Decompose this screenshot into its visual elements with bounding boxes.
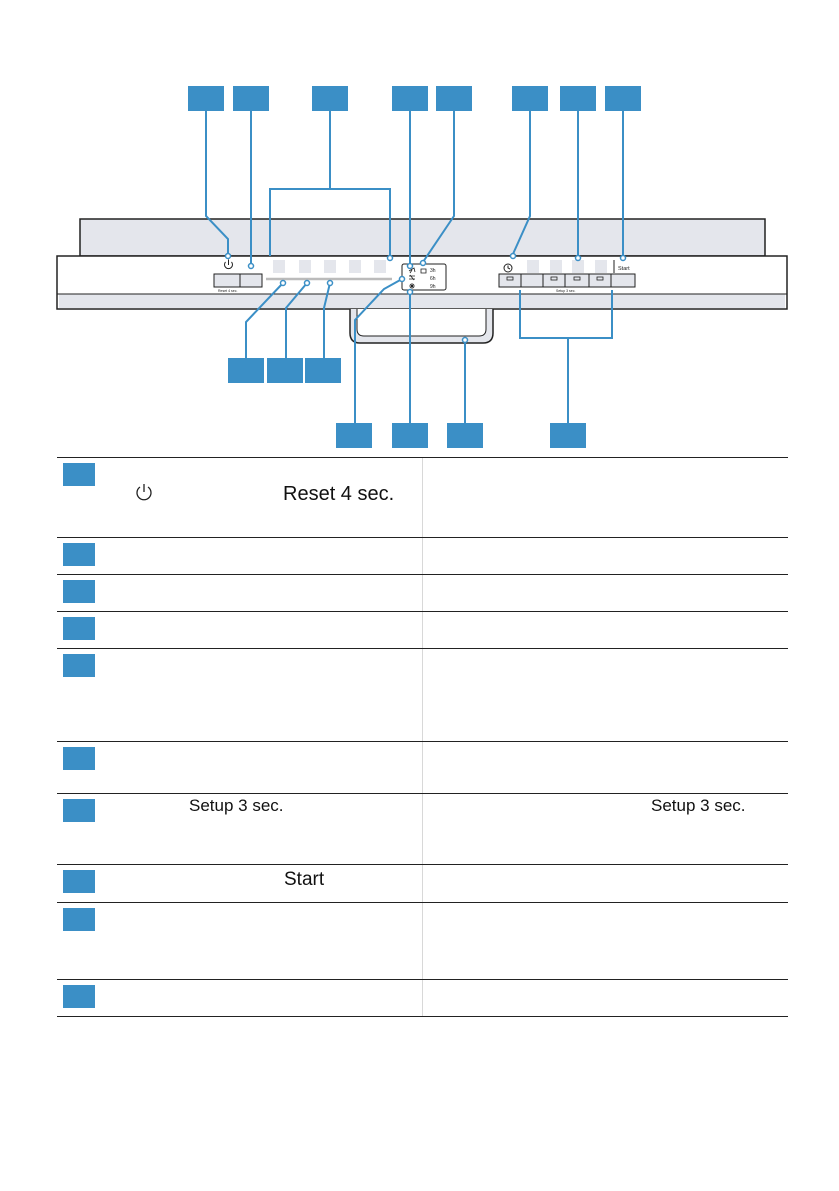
setup-caption: Setup 3 sec.	[556, 289, 575, 293]
timer-value: 9h	[430, 284, 436, 290]
callout-marker	[63, 654, 95, 677]
callout-marker	[63, 747, 95, 770]
clock-icon	[420, 268, 427, 274]
program-fields	[273, 260, 386, 273]
power-button[interactable]	[213, 273, 241, 288]
reset-text: Reset 4 sec.	[283, 483, 395, 505]
panel-top	[79, 218, 766, 257]
callout-marker	[447, 423, 483, 448]
callout-marker	[63, 580, 95, 603]
program-field[interactable]	[324, 260, 336, 273]
callout-marker	[63, 617, 95, 640]
control-strip-lower	[59, 294, 785, 308]
lower-callouts	[228, 358, 586, 448]
clock-icon	[503, 263, 513, 273]
program-field[interactable]	[374, 260, 386, 273]
callout-marker	[305, 358, 341, 383]
option-buttons	[498, 273, 636, 288]
timer-value: 3h	[430, 268, 436, 274]
water-tap-icon	[408, 267, 416, 274]
start-label: Start	[618, 266, 630, 272]
setup-text: Setup 3 sec.	[189, 796, 284, 815]
table-row: Reset 4 sec.	[57, 457, 788, 537]
rinse-aid-icon	[409, 283, 415, 289]
table-row	[57, 611, 788, 648]
table-row	[57, 648, 788, 741]
option-button[interactable]	[542, 273, 566, 288]
table-row	[57, 902, 788, 979]
callout-marker	[312, 86, 348, 111]
timer-value: 6h	[430, 276, 436, 282]
reset-caption: Reset 4 sec.	[218, 289, 237, 293]
option-button[interactable]	[588, 273, 612, 288]
callout-marker	[63, 463, 95, 486]
option-button[interactable]	[520, 273, 544, 288]
start-text: Start	[284, 869, 325, 890]
top-callouts	[188, 86, 641, 111]
callout-marker	[63, 799, 95, 822]
callout-marker	[63, 870, 95, 893]
callout-marker	[392, 86, 428, 111]
callout-marker	[188, 86, 224, 111]
power-icon	[224, 259, 233, 270]
program-field[interactable]	[299, 260, 311, 273]
option-button[interactable]	[564, 273, 590, 288]
timer-button[interactable]	[498, 273, 522, 288]
salt-icon	[409, 274, 415, 281]
option-field[interactable]	[595, 260, 607, 273]
callout-marker	[63, 985, 95, 1008]
callout-marker	[233, 86, 269, 111]
callout-marker	[267, 358, 303, 383]
option-field[interactable]	[572, 260, 584, 273]
power-icon	[136, 484, 152, 501]
callout-marker	[228, 358, 264, 383]
leader-lines	[205, 111, 624, 423]
option-field[interactable]	[550, 260, 562, 273]
callout-marker	[63, 908, 95, 931]
leader-dots	[224, 252, 627, 344]
setup-text: Setup 3 sec.	[651, 796, 746, 815]
callout-marker	[550, 423, 586, 448]
table-row	[57, 979, 788, 1017]
callout-marker	[63, 543, 95, 566]
table-row	[57, 574, 788, 611]
reset-button[interactable]	[239, 273, 263, 288]
callout-marker	[392, 423, 428, 448]
program-field[interactable]	[349, 260, 361, 273]
control-panel-diagram: Reset 4 sec. 3h 6h 9h Start	[56, 86, 788, 448]
table-row: Start	[57, 864, 788, 902]
callout-marker	[512, 86, 548, 111]
callout-marker	[436, 86, 472, 111]
table-row: Setup 3 sec. Setup 3 sec.	[57, 793, 788, 864]
callout-marker	[605, 86, 641, 111]
start-button[interactable]	[610, 273, 636, 288]
table-row	[57, 537, 788, 574]
callout-marker	[336, 423, 372, 448]
table-row	[57, 741, 788, 793]
program-field[interactable]	[273, 260, 285, 273]
callout-marker	[560, 86, 596, 111]
option-field[interactable]	[527, 260, 539, 273]
legend-table: Reset 4 sec. Setup 3 sec. Setup 3 sec. S…	[57, 457, 788, 1017]
